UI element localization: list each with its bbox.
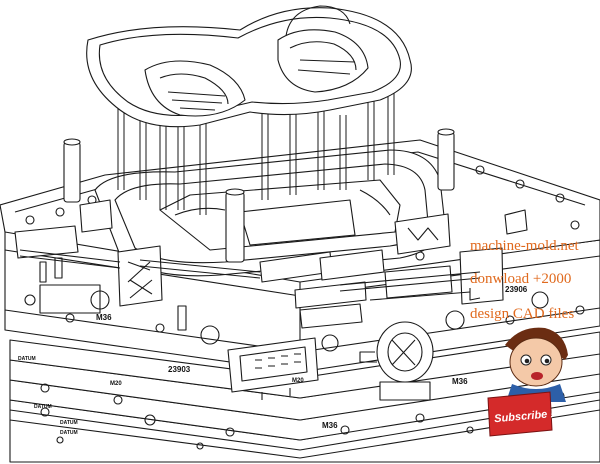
label-datum-3: DATUM [60, 420, 78, 426]
label-m36-right: M36 [452, 377, 468, 386]
label-m36-left: M36 [96, 313, 112, 322]
watermark: machine-mold.net donwload +2000 design C… [470, 238, 580, 322]
lifting-eye-bolt [359, 321, 434, 401]
label-m20-center: M20 [110, 381, 122, 387]
subscribe-label: Subscribe ! [494, 408, 555, 425]
guide-pillars [63, 128, 455, 263]
hot-runner-connector [227, 337, 319, 400]
label-part-23906: 23906 [505, 285, 528, 294]
mascot-face [509, 337, 563, 387]
mold-linework [0, 5, 600, 463]
mascot-character: Subscribe ! [487, 327, 568, 437]
core-insert [94, 149, 446, 277]
label-m20-right: M20 [292, 378, 304, 384]
watermark-site: machine-mold.net [470, 238, 580, 254]
label-part-23903: 23903 [168, 365, 191, 374]
watermark-line3: design CAD files [470, 306, 574, 322]
mascot-mouth [531, 372, 543, 380]
watermark-line2: donwload +2000 [470, 271, 571, 287]
cooling-rails [19, 249, 481, 301]
drawing-labels: M36 23903 23906 M20 M20 M36 M36 DATUM DA… [18, 285, 528, 436]
bottom-plates [9, 331, 600, 463]
molded-part-shell [86, 5, 412, 128]
label-datum-4: DATUM [60, 430, 78, 436]
label-datum-2: DATUM [34, 404, 52, 410]
label-datum-1: DATUM [18, 356, 36, 362]
subscribe-sign [487, 391, 553, 437]
label-m36-center: M36 [322, 421, 338, 430]
